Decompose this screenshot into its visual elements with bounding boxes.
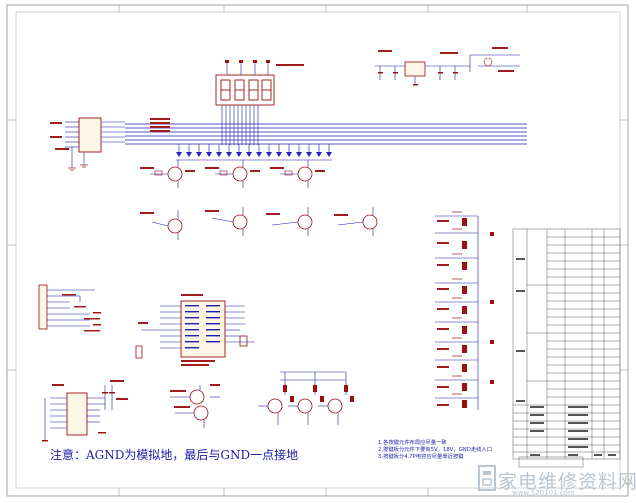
watermark-text: 家电维修资料网 [498,471,636,493]
zone-ticks [7,5,628,496]
layout-requirements: 1.各按键元件布局应尽量一致 2.按键板分元件下要有5V，18V，GND走线入口… [378,440,492,461]
watermark-url: www.520101.com [512,489,575,497]
driver-ic-top-left [50,117,125,171]
output-stage-parts [283,385,354,402]
title-name-box [518,456,584,468]
bus-labels [150,118,170,132]
seven-segment-display [215,60,304,106]
transistor-row-1 [150,160,313,188]
watermark-logo-icon [478,465,496,491]
output-stage-transistors [258,371,347,425]
title-block [512,228,621,460]
left-connector [38,284,101,332]
driver-ic-bottom-left [42,380,128,442]
main-mcu [135,294,255,366]
display-bus [221,105,259,145]
bottom-driver-labels [170,384,220,408]
requirement-3: 3.按键板分4.7P电容应尽量靠近按键 [378,454,464,460]
key-switch-column [435,211,479,410]
title-block-fills [516,258,616,456]
led-row [176,144,332,161]
transistor-row-2-labels [140,210,348,216]
transistor-row-1-labels [140,167,325,172]
requirement-1: 1.各按键元件布局应尽量一致 [378,440,447,446]
sheet-inner-frame [15,11,621,489]
key-switch-caps [462,218,494,408]
transistor-row-2 [151,207,378,240]
key-switch-labels [437,220,449,406]
requirement-2: 2.按键板分元件下要有5V，18V，GND走线入口 [378,447,493,453]
bottom-driver-transistors [170,385,220,428]
regulator-circuit [375,47,520,86]
sheet-frame [6,4,629,497]
horizontal-bus [125,123,527,145]
agnd-note: 注意：AGND为模拟地，最后与GND一点接地 [50,448,299,462]
